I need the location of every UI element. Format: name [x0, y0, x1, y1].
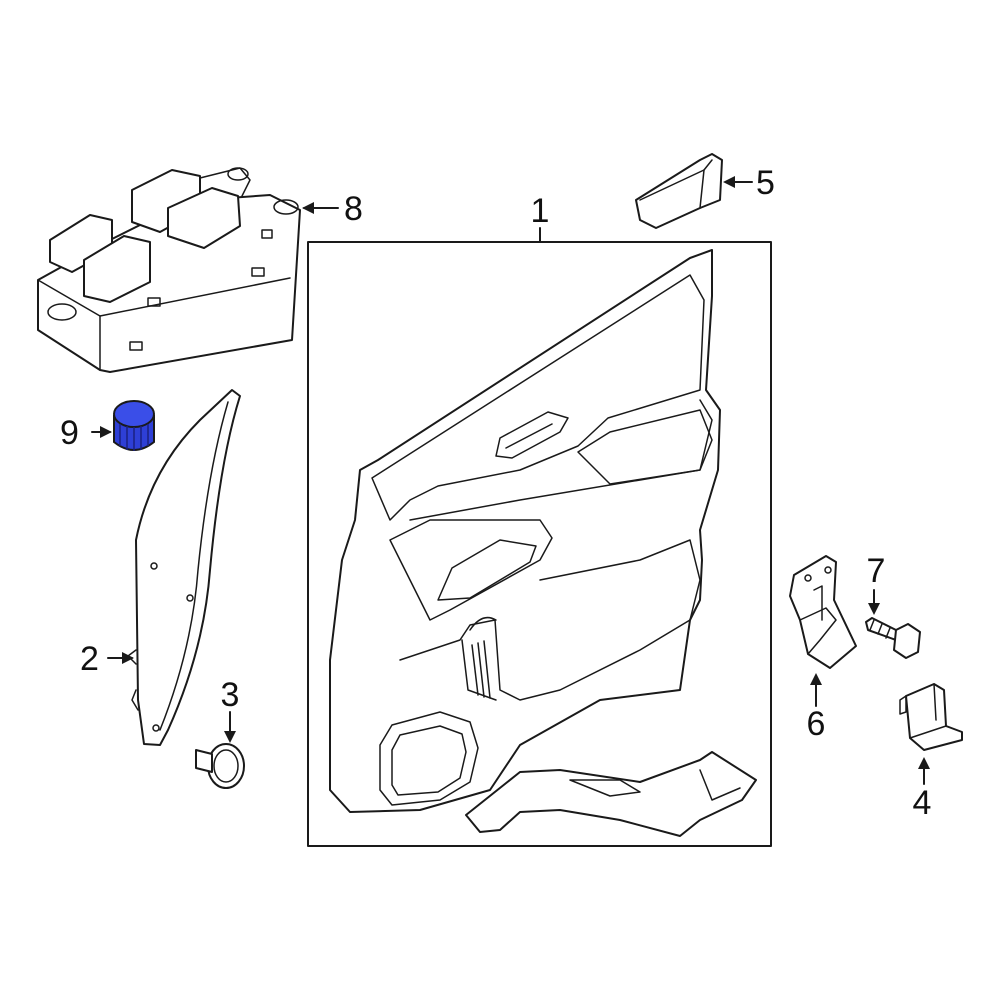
part-2-trim-strip[interactable] — [127, 389, 241, 746]
part-4-clip-bracket[interactable] — [899, 683, 963, 751]
callout-label-6: 6 — [807, 705, 826, 743]
callout-label-8: 8 — [344, 190, 363, 228]
part-5-cover[interactable] — [635, 153, 723, 229]
part-8-window-switch[interactable] — [37, 167, 301, 373]
callout-label-7: 7 — [867, 552, 886, 590]
part-6-bracket[interactable] — [789, 555, 857, 669]
callout-label-1: 1 — [531, 192, 550, 230]
part-3-clip[interactable] — [195, 743, 245, 789]
callout-label-3: 3 — [221, 676, 240, 714]
part-9-knob[interactable] — [113, 400, 155, 451]
callout-label-4: 4 — [913, 784, 932, 822]
callout-label-9: 9 — [60, 414, 79, 452]
callout-label-2: 2 — [80, 640, 99, 678]
part-1-door-trim-panel[interactable] — [307, 227, 772, 847]
callout-label-5: 5 — [756, 164, 775, 202]
part-7-bolt[interactable] — [865, 617, 921, 659]
